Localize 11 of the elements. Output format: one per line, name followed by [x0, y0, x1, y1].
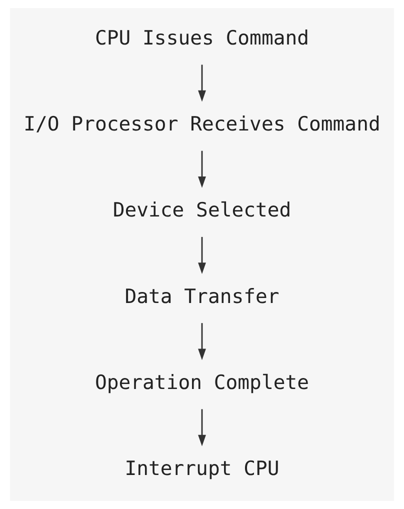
arrow	[198, 236, 206, 274]
node-text: Operation Complete	[94, 370, 310, 394]
arrow	[198, 64, 206, 102]
arrow	[198, 150, 206, 188]
node-text: I/O Processor Receives Command	[24, 112, 380, 136]
arrow	[198, 323, 206, 360]
node-text: CPU Issues Command	[94, 26, 310, 50]
node-text: Interrupt CPU	[124, 457, 280, 480]
node-text: Device Selected	[112, 198, 292, 222]
node-text: Data Transfer	[124, 284, 280, 308]
arrow	[198, 409, 206, 446]
